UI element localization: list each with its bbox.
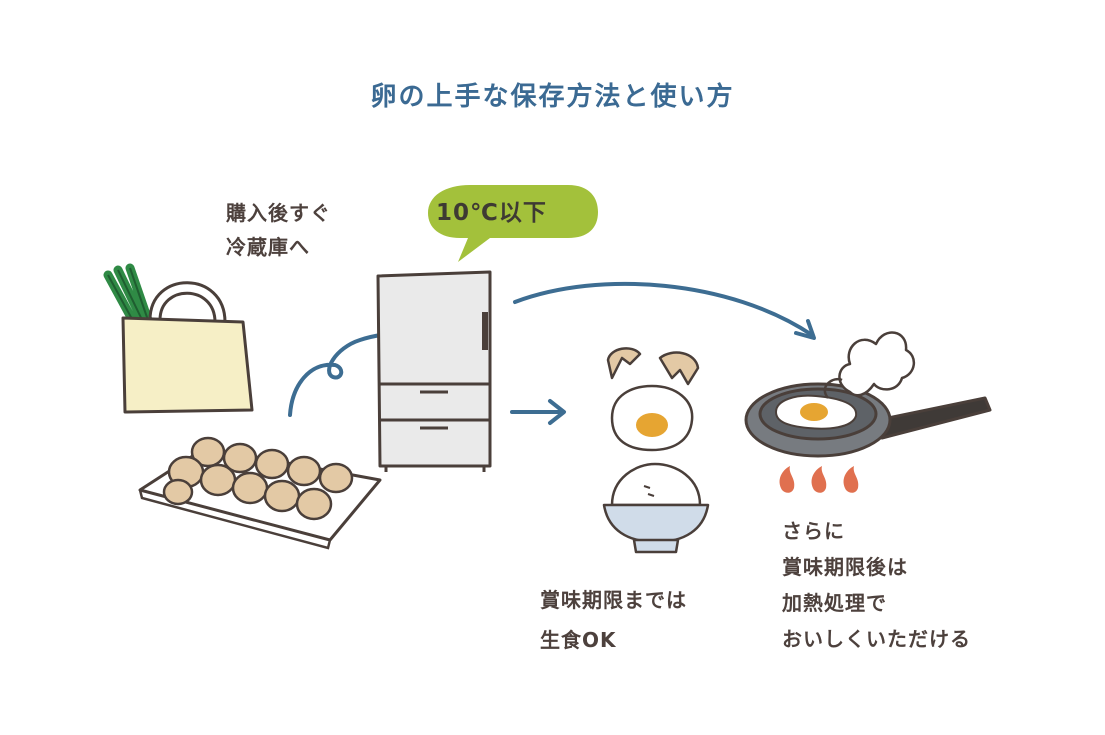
fridge-note: 購入後すぐ 冷蔵庫へ — [226, 196, 331, 264]
raw-note-line-2: 生食OK — [540, 628, 617, 652]
refrigerator-icon — [376, 270, 492, 472]
cook-note-line-1: さらに — [782, 519, 845, 543]
fridge-note-line-2: 冷蔵庫へ — [226, 235, 310, 259]
cook-note-line-3: 加熱処理で — [782, 591, 887, 615]
arrow-to-raw — [510, 399, 566, 425]
cook-note-line-4: おいしくいただける — [782, 627, 971, 651]
page-title: 卵の上手な保存方法と使い方 — [370, 82, 735, 112]
fridge-note-line-1: 購入後すぐ — [226, 201, 331, 225]
shopping-bag-icon — [103, 263, 254, 414]
raw-note: 賞味期限までは 生食OK — [540, 580, 687, 660]
cook-note: さらに 賞味期限後は 加熱処理で おいしくいただける — [782, 513, 971, 657]
egg-carton-icon — [138, 436, 382, 550]
arrow-to-pan — [513, 281, 816, 340]
temperature-badge-label: 10℃以下 — [436, 200, 547, 226]
cook-note-line-2: 賞味期限後は — [782, 555, 908, 579]
frying-pan-icon — [744, 331, 992, 493]
raw-note-line-1: 賞味期限までは — [540, 588, 687, 612]
temperature-badge — [428, 185, 598, 262]
rice-bowl-icon — [602, 462, 710, 554]
cracked-egg-icon — [606, 347, 700, 452]
